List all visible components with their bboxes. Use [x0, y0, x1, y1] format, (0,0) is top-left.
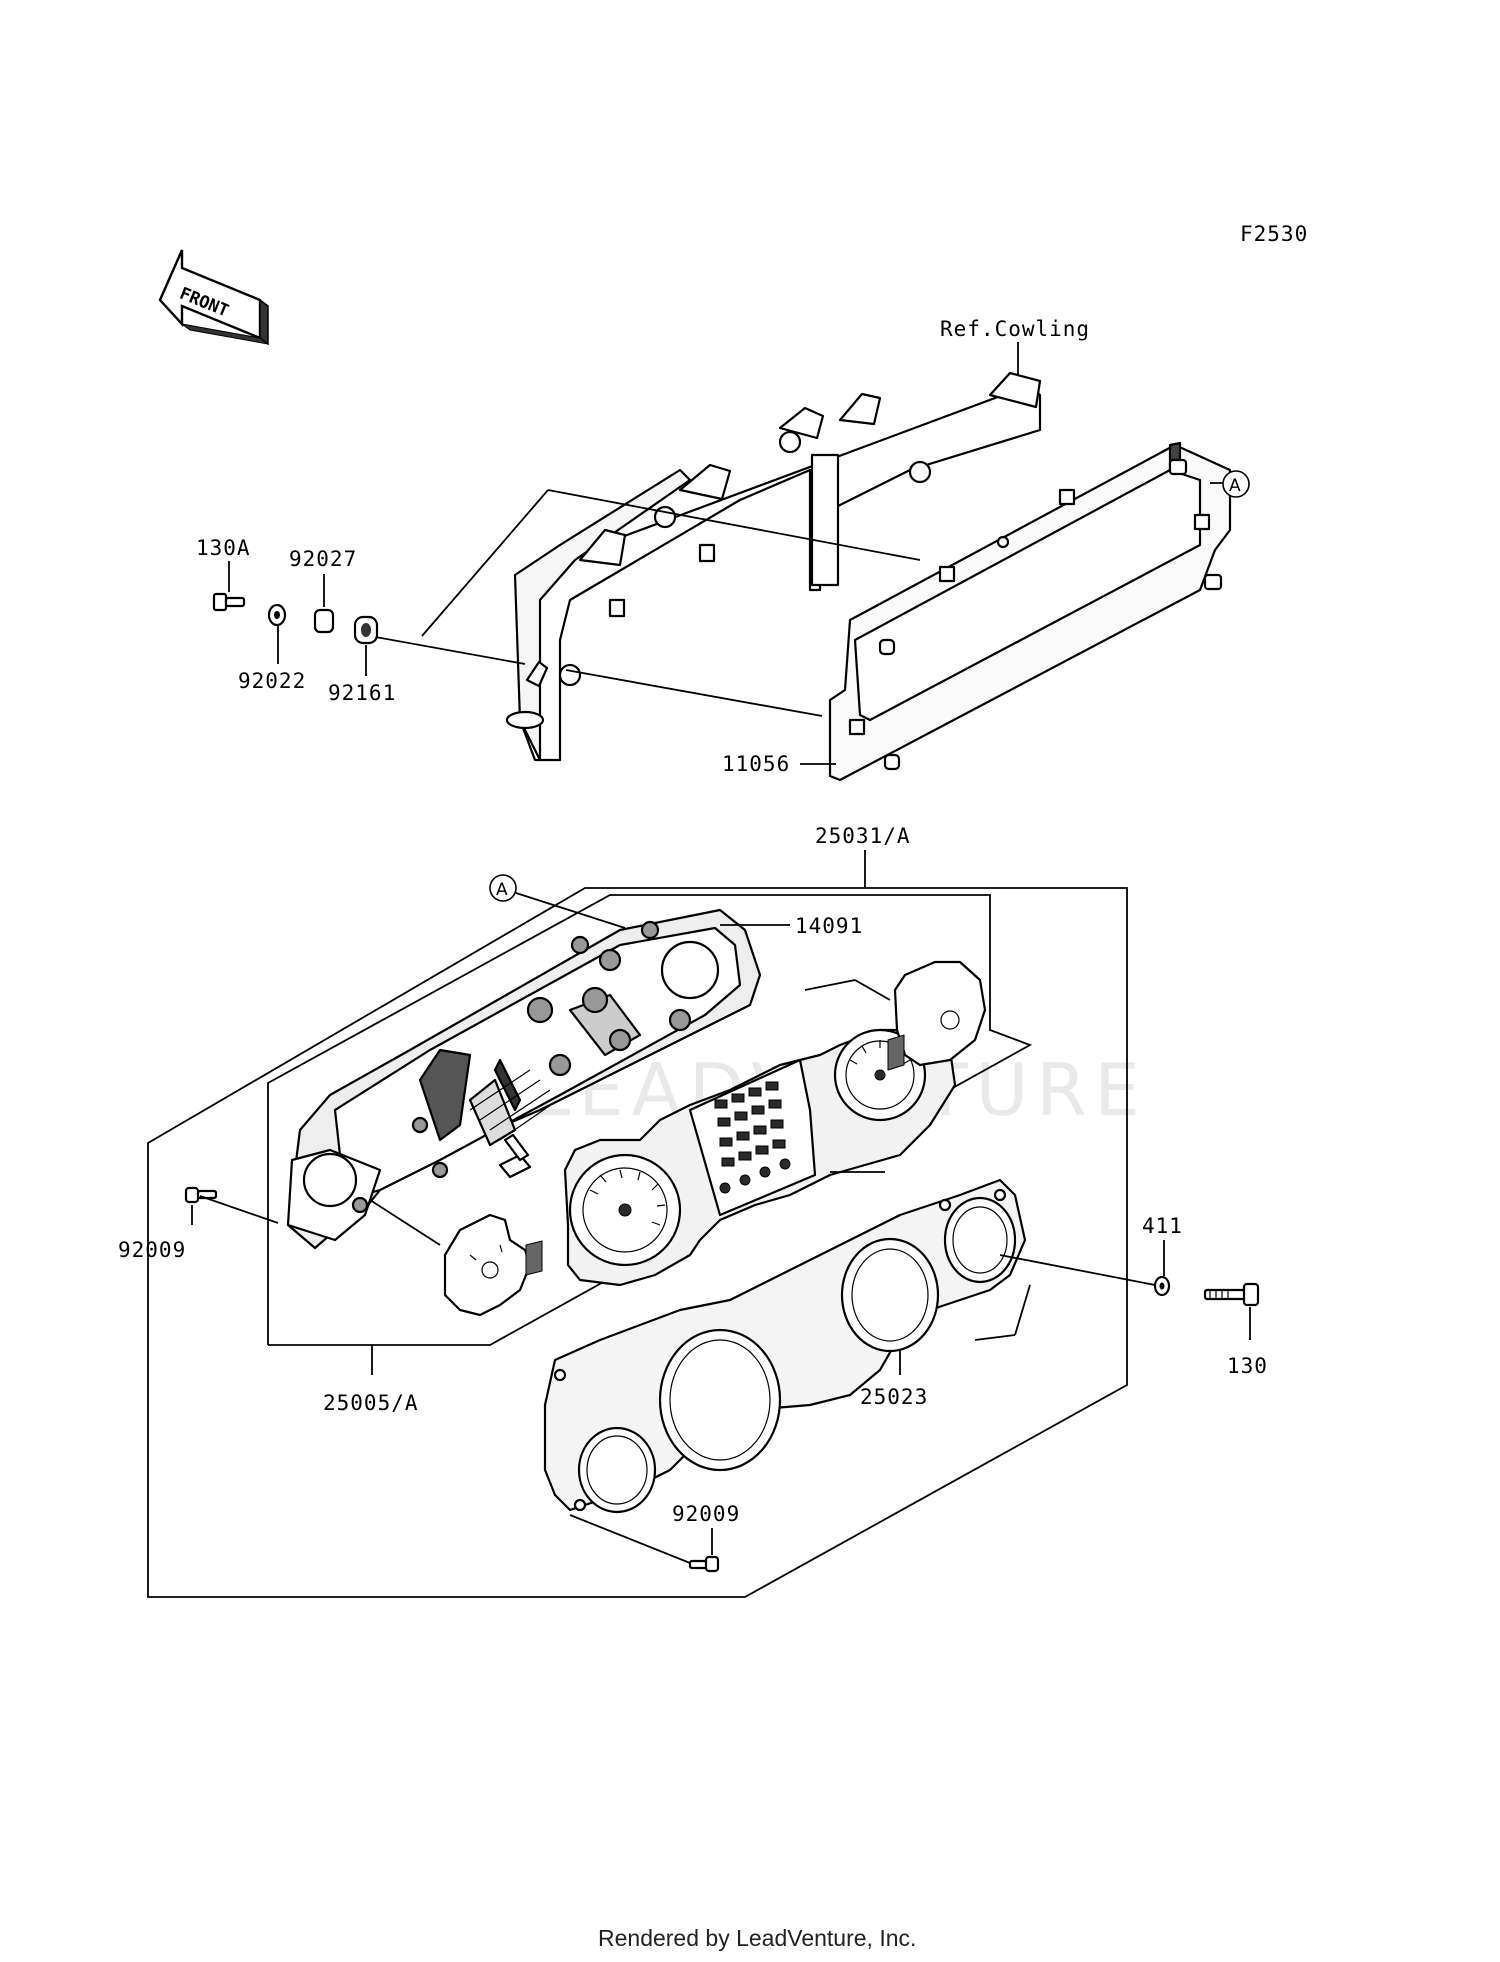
svg-text:A: A — [1229, 476, 1241, 496]
part-130: 130 — [1227, 1354, 1268, 1378]
grommet-92161 — [353, 615, 379, 645]
part-11056: 11056 — [722, 752, 790, 776]
part-14091: 14091 — [795, 914, 863, 938]
part-25005A: 25005/A — [323, 1391, 419, 1415]
screw-92009-bottom — [688, 1555, 720, 1573]
part-92022: 92022 — [238, 669, 306, 693]
cowling-stay-frame — [505, 371, 1042, 762]
leader-92161-b — [547, 489, 921, 561]
collar-92027 — [313, 608, 335, 634]
leader-411-cover — [999, 1254, 1156, 1286]
part-25023: 25023 — [860, 1385, 928, 1409]
bracket-25031A — [147, 850, 1128, 1598]
bracket-25005A — [267, 894, 1033, 1346]
meter-case-14091 — [286, 908, 762, 1250]
leader-gauge-right-a — [804, 979, 856, 991]
svg-text:A: A — [496, 880, 508, 900]
callout-a-lower-leader — [515, 892, 626, 929]
callout-a-lower: A — [489, 874, 517, 902]
part-92161: 92161 — [328, 681, 396, 705]
part-411: 411 — [1142, 1214, 1183, 1238]
bolt-130 — [1203, 1282, 1260, 1307]
washer-411 — [1153, 1275, 1171, 1297]
fuel-gauge-left — [443, 1213, 543, 1317]
leader-gauge-left — [369, 1199, 441, 1246]
part-92009-bottom: 92009 — [672, 1502, 740, 1526]
bolt-130A — [212, 592, 246, 612]
leader-92009-left — [199, 1195, 279, 1224]
leader-92161-a — [421, 489, 549, 637]
leader-92161-c — [369, 635, 526, 665]
part-92027: 92027 — [289, 547, 357, 571]
leader-gauge-right-b — [854, 979, 891, 1001]
part-130A: 130A — [196, 536, 251, 560]
washer-92022 — [267, 603, 287, 627]
meter-cover-25023 — [543, 1178, 1027, 1514]
ref-cowling-label: Ref.Cowling — [940, 317, 1090, 341]
part-25031A: 25031/A — [815, 824, 911, 848]
instrument-cluster-face — [563, 1028, 957, 1287]
meter-bracket-11056 — [828, 441, 1232, 782]
leader-25023-b — [1014, 1284, 1031, 1336]
leader-25023-c — [974, 1334, 1016, 1341]
leader-92009-bottom-b — [569, 1514, 691, 1564]
lcd-segments — [714, 1081, 791, 1194]
footer-credit: Rendered by LeadVenture, Inc. — [598, 1925, 916, 1951]
figure-id: F2530 — [1240, 222, 1308, 246]
temp-gauge-right — [887, 960, 987, 1071]
leader-11056-a — [565, 669, 823, 717]
front-arrow-icon: FRONT — [158, 249, 269, 346]
part-92009-left: 92009 — [118, 1238, 186, 1262]
callout-a-top: A — [1222, 470, 1250, 498]
